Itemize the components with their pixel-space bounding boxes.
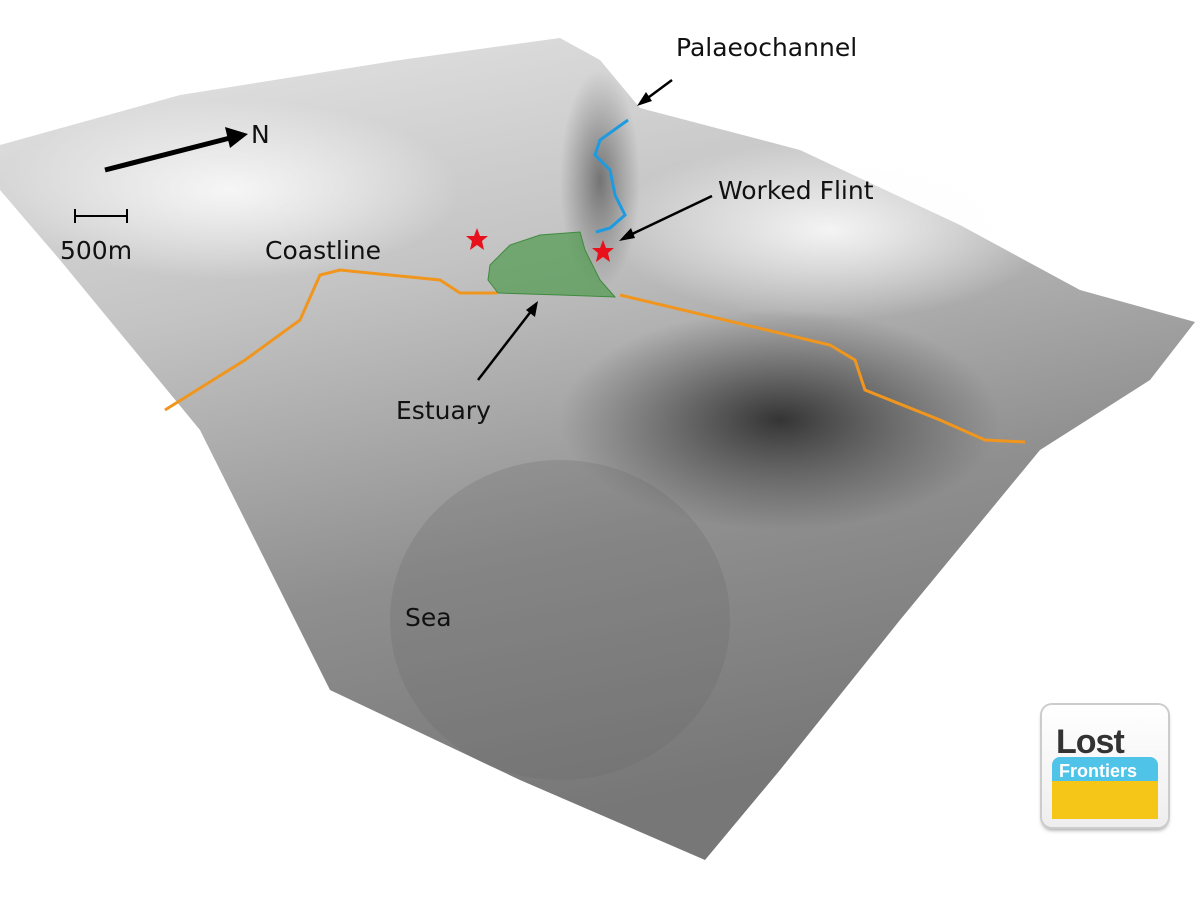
scale-bar <box>74 209 128 223</box>
lost-frontiers-logo: Lost Frontiers <box>1042 705 1168 827</box>
worked-flint-star-icon <box>466 228 488 250</box>
sea-label: Sea <box>405 603 452 632</box>
logo-sand <box>1052 781 1158 819</box>
coastline-west <box>164 268 497 412</box>
worked-flint-star-icon <box>592 240 614 262</box>
scale-label: 500m <box>60 236 132 265</box>
north-arrow <box>104 127 248 173</box>
worked-flint-arrow <box>619 194 713 241</box>
estuary-label: Estuary <box>396 396 491 425</box>
coastline-east <box>619 293 1026 444</box>
terrain-surface <box>0 38 1195 860</box>
estuary-arrow <box>477 301 538 381</box>
palaeochannel-arrow <box>637 78 673 106</box>
worked-flint-label: Worked Flint <box>718 176 874 205</box>
estuary-area <box>487 231 617 298</box>
north-label: N <box>251 120 270 149</box>
coastline-label: Coastline <box>265 236 381 265</box>
logo-water <box>1052 757 1158 783</box>
logo-text-frontiers: Frontiers <box>1059 761 1138 781</box>
palaeochannel-line <box>593 118 629 234</box>
logo-text-lost: Lost <box>1056 723 1125 761</box>
palaeochannel-label: Palaeochannel <box>676 33 857 62</box>
